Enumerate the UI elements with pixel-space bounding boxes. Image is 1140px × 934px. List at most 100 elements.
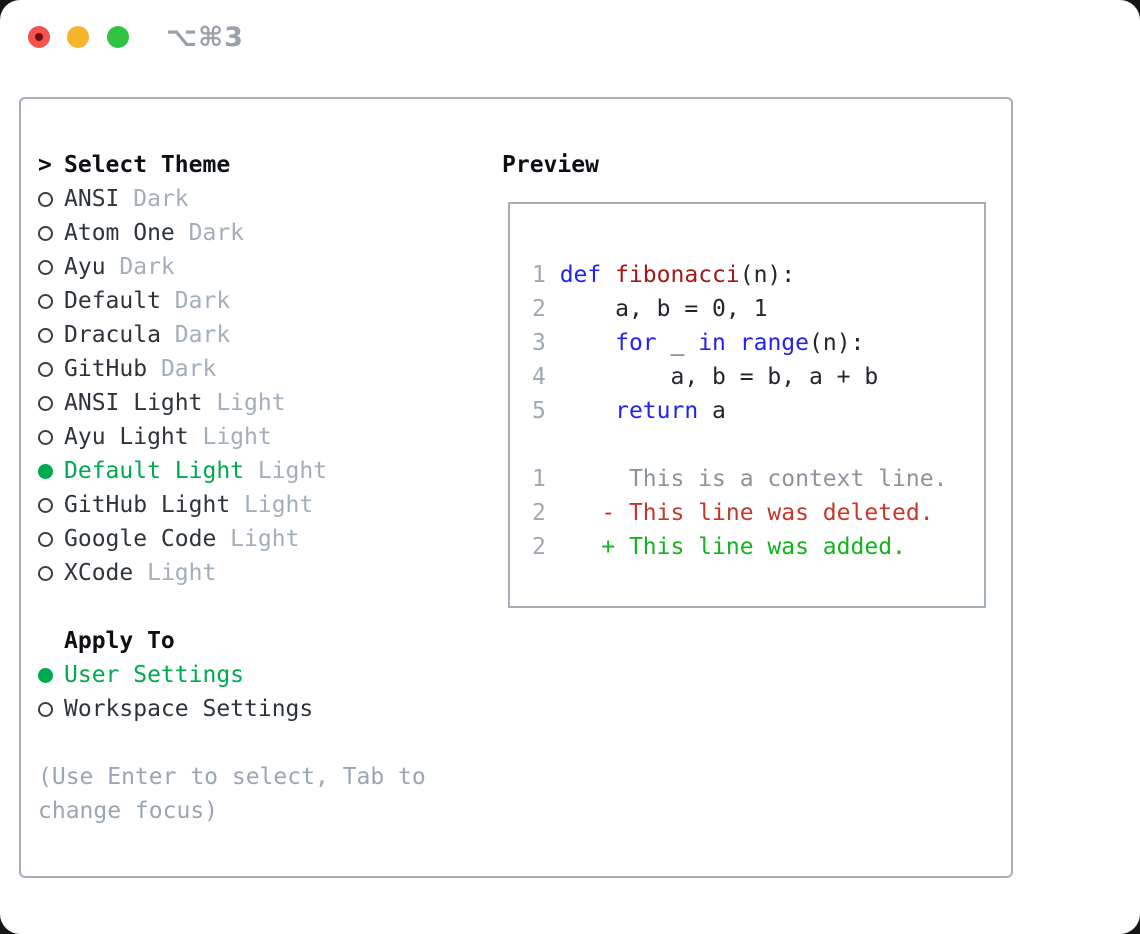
- option-tag: Dark: [174, 220, 245, 246]
- option-tag: Dark: [160, 322, 231, 348]
- option-label: ANSI: [64, 186, 120, 212]
- theme-option[interactable]: Ayu Dark: [38, 250, 478, 284]
- theme-option[interactable]: Dracula Dark: [38, 318, 478, 352]
- code-segment-pl: a, b = 0, 1: [559, 296, 768, 322]
- radio-unselected-icon: [38, 259, 53, 275]
- option-label: Google Code: [64, 526, 217, 552]
- select-theme-header: > Select Theme: [38, 148, 478, 182]
- line-number: 1: [532, 466, 560, 492]
- radio-unselected-icon: [38, 191, 53, 207]
- apply-option[interactable]: User Settings: [38, 658, 478, 692]
- line-number: 1: [532, 262, 560, 288]
- line-number: 2: [532, 534, 560, 560]
- option-tag: Light: [202, 390, 286, 416]
- code-segment-pl: [601, 262, 615, 288]
- code-segment-fn: fibonacci: [615, 262, 740, 288]
- theme-option[interactable]: XCode Light: [38, 556, 478, 590]
- radio-unselected-icon: [38, 225, 53, 241]
- radio-unselected-icon: [38, 701, 53, 717]
- spacer: [38, 590, 478, 624]
- radio-unselected-icon: [38, 565, 53, 581]
- option-label: Default: [64, 288, 161, 314]
- code-segment-kw: range: [739, 330, 809, 356]
- option-tag: Light: [244, 458, 328, 484]
- code-segment-pl: [726, 330, 740, 356]
- theme-option[interactable]: ANSI Dark: [38, 182, 478, 216]
- option-tag: Dark: [160, 288, 231, 314]
- code-segment-add: + This line was added.: [559, 534, 906, 560]
- help-text: (Use Enter to select, Tab to change focu…: [38, 764, 426, 824]
- preview-line: 4 a, b = b, a + b: [532, 360, 984, 394]
- spacer: [38, 726, 478, 760]
- titlebar-shortcut: ⌥⌘3: [166, 22, 244, 53]
- zoom-button[interactable]: [107, 26, 129, 48]
- theme-option[interactable]: Default Light Light: [38, 454, 478, 488]
- code-segment-kw: for: [615, 330, 657, 356]
- preview-line: 1 This is a context line.: [532, 462, 984, 496]
- line-number: 5: [532, 398, 560, 424]
- radio-selected-icon: [38, 463, 53, 479]
- code-segment-pl: _: [656, 330, 699, 356]
- minimize-button[interactable]: [67, 26, 89, 48]
- option-tag: Dark: [119, 186, 189, 212]
- radio-unselected-icon: [38, 531, 53, 547]
- option-label: GitHub: [64, 356, 148, 382]
- preview-title: Preview: [502, 152, 599, 178]
- option-label: Ayu Light: [64, 424, 189, 450]
- option-label: User Settings: [64, 662, 245, 688]
- option-tag: Light: [216, 526, 300, 552]
- apply-to-header: Apply To: [38, 624, 478, 658]
- option-tag: Dark: [105, 254, 175, 280]
- code-segment-ctx: This is a context line.: [559, 466, 948, 492]
- theme-option[interactable]: Ayu Light Light: [38, 420, 478, 454]
- option-label: Ayu: [64, 254, 106, 280]
- radio-unselected-icon: [38, 293, 53, 309]
- preview-line: [532, 428, 984, 462]
- option-label: Dracula: [64, 322, 161, 348]
- code-segment-pl: a: [698, 398, 726, 424]
- preview-line: 3 for _ in range(n):: [532, 326, 984, 360]
- radio-unselected-icon: [38, 361, 53, 377]
- apply-option[interactable]: Workspace Settings: [38, 692, 478, 726]
- code-segment-pl: [560, 398, 615, 424]
- apply-to-title: Apply To: [64, 628, 175, 654]
- select-theme-title: Select Theme: [64, 152, 231, 178]
- code-segment-pl: a, b = b, a + b: [559, 364, 879, 390]
- preview-line: 2 + This line was added.: [532, 530, 984, 564]
- code-segment-kw: in: [698, 330, 726, 356]
- option-label: ANSI Light: [64, 390, 203, 416]
- theme-option[interactable]: ANSI Light Light: [38, 386, 478, 420]
- preview-line: [532, 224, 984, 258]
- radio-unselected-icon: [38, 429, 53, 445]
- code-segment-pl: [560, 330, 615, 356]
- code-segment-pl: (n):: [739, 262, 796, 288]
- theme-option[interactable]: GitHub Light Light: [38, 488, 478, 522]
- theme-option[interactable]: Atom One Dark: [38, 216, 478, 250]
- radio-unselected-icon: [38, 497, 53, 513]
- option-label: Default Light: [64, 458, 245, 484]
- option-tag: Light: [230, 492, 314, 518]
- titlebar: ⌥⌘3: [0, 0, 1140, 74]
- theme-option[interactable]: GitHub Dark: [38, 352, 478, 386]
- option-tag: Light: [188, 424, 272, 450]
- theme-option[interactable]: Default Dark: [38, 284, 478, 318]
- theme-option[interactable]: Google Code Light: [38, 522, 478, 556]
- option-label: Workspace Settings: [64, 696, 314, 722]
- option-tag: Light: [133, 560, 217, 586]
- code-segment-del: - This line was deleted.: [559, 500, 934, 526]
- code-segment-pl: (n):: [809, 330, 865, 356]
- line-number: 2: [532, 296, 560, 322]
- option-label: XCode: [64, 560, 134, 586]
- option-tag: Dark: [147, 356, 217, 382]
- preview-line: 1 def fibonacci(n):: [532, 258, 984, 292]
- preview-line: 2 - This line was deleted.: [532, 496, 984, 530]
- code-segment-kw: def: [559, 262, 602, 288]
- radio-unselected-icon: [38, 395, 53, 411]
- line-number: 3: [532, 330, 560, 356]
- close-button[interactable]: [28, 26, 50, 48]
